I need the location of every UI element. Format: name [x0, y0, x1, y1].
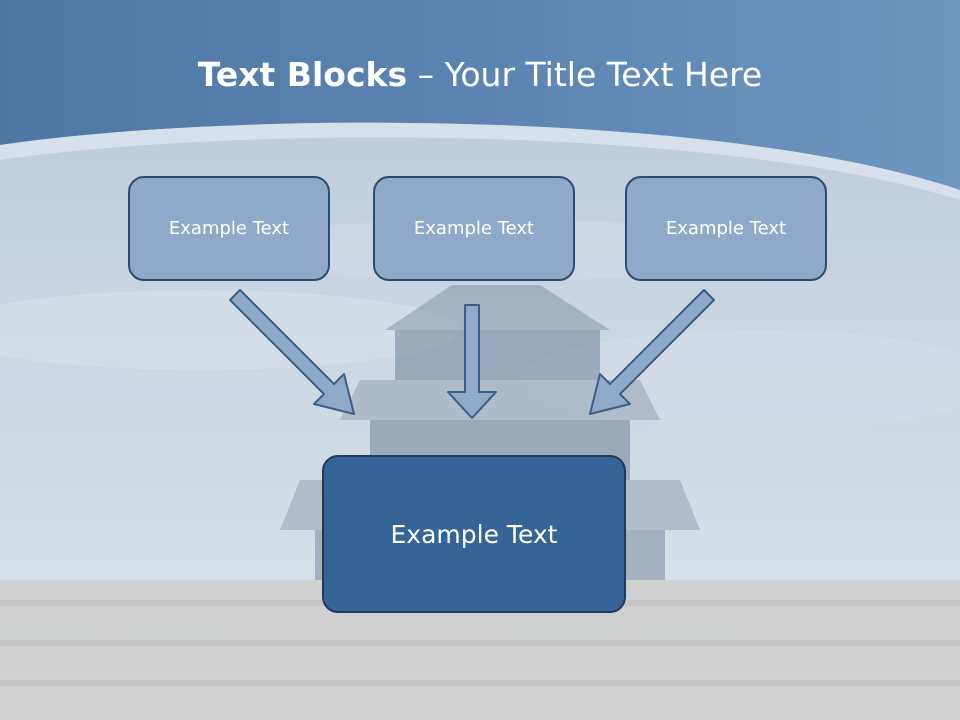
top-box-left: Example Text: [128, 176, 330, 281]
title-dash: –: [417, 55, 435, 94]
top-box-center: Example Text: [373, 176, 575, 281]
title-bold: Text Blocks: [197, 55, 408, 94]
arrow-center: [447, 304, 497, 419]
center-box: Example Text: [322, 455, 626, 613]
arrow-left: [229, 289, 355, 415]
top-box-left-text: Example Text: [168, 218, 290, 239]
top-box-center-text: Example Text: [413, 218, 535, 239]
top-box-right-text: Example Text: [665, 218, 787, 239]
top-box-right: Example Text: [625, 176, 827, 281]
arrow-right: [589, 289, 715, 415]
center-box-text: Example Text: [390, 519, 558, 549]
slide-title: Text Blocks – Your Title Text Here: [0, 52, 960, 98]
title-rest: Your Title Text Here: [444, 55, 763, 94]
